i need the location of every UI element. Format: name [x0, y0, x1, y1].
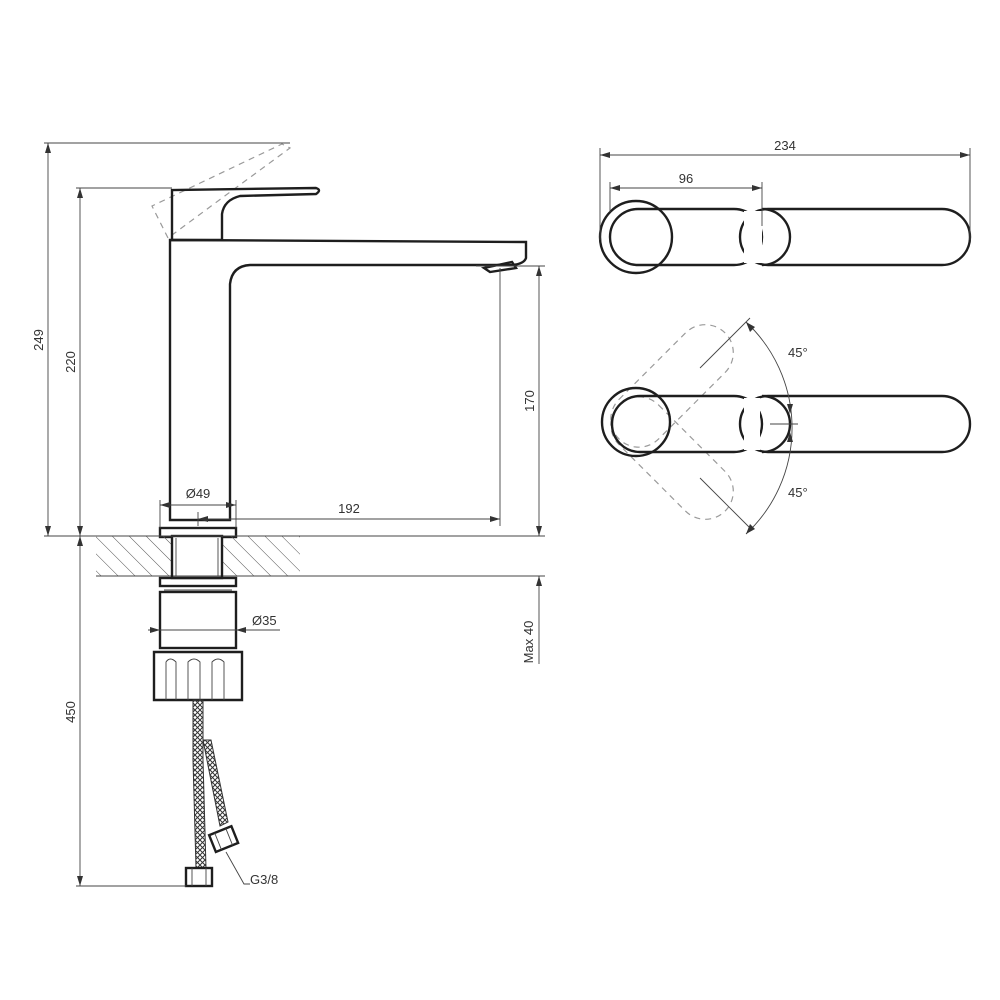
angle-arc — [745, 321, 793, 535]
dim-outlet-height: 170 — [522, 390, 537, 412]
dim-shank-diameter: Ø35 — [252, 613, 277, 628]
top2-spout-oval — [738, 394, 972, 454]
dim-max-counter: Max 40 — [521, 621, 536, 664]
dim-hose-length: 450 — [63, 701, 78, 723]
hose-right — [202, 739, 229, 827]
top2-handle-oval — [610, 394, 764, 454]
top-dimensions: 234 96 45° 45° — [599, 138, 971, 500]
dim-angle-down: 45° — [788, 485, 808, 500]
dim-angle-up: 45° — [788, 345, 808, 360]
hose-nut-left — [184, 866, 214, 888]
top2-body-circle — [600, 386, 672, 458]
dim-spout-height: 220 — [63, 351, 78, 373]
aerator-outline — [480, 260, 519, 274]
side-dimensions: 249 220 170 Ø49 192 Ø35 Max 40 — [31, 142, 545, 887]
dim-top-handle-length: 96 — [679, 171, 693, 186]
threaded-shank — [158, 590, 238, 650]
dim-total-height: 249 — [31, 329, 46, 351]
dim-top-length: 234 — [774, 138, 796, 153]
washer — [158, 576, 238, 588]
dim-thread: G3/8 — [250, 872, 278, 887]
top-view-straight — [598, 199, 972, 275]
hose-nut-right — [207, 824, 240, 854]
handle-rotated-down — [610, 396, 734, 520]
handle-outline — [170, 186, 321, 242]
dim-spout-reach: 192 — [338, 501, 360, 516]
handle-rotated-up — [610, 324, 734, 448]
side-view — [96, 143, 528, 888]
top-view-rotation — [600, 317, 972, 535]
fixing-nut — [152, 650, 244, 702]
dim-body-diameter: Ø49 — [186, 486, 211, 501]
faucet-body-outline — [168, 238, 528, 522]
top-spout-oval — [738, 207, 972, 267]
hose-left — [192, 699, 207, 869]
